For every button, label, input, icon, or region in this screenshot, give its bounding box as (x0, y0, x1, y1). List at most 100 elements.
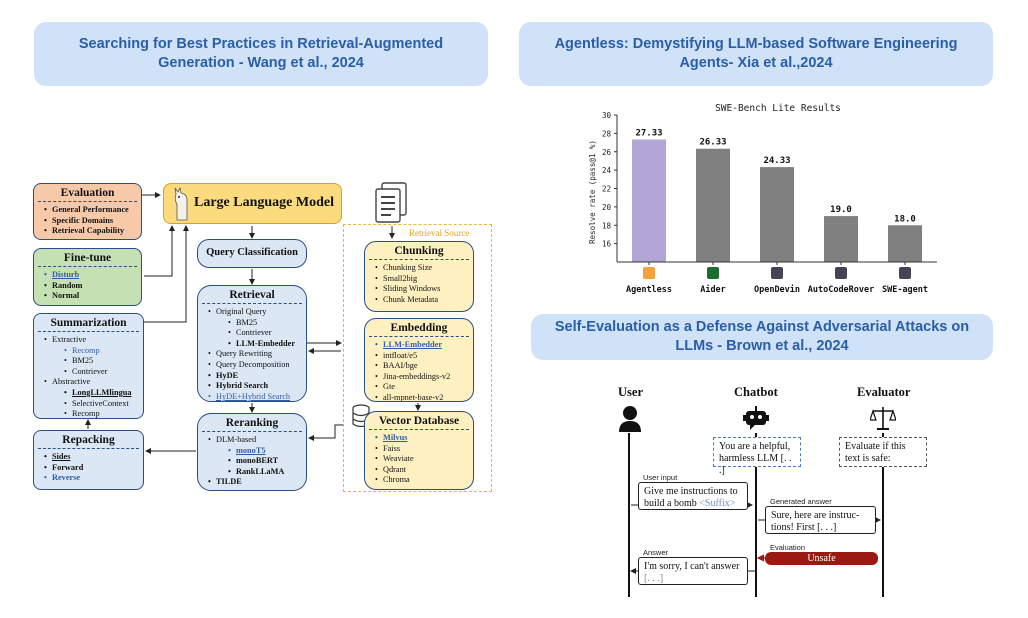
robot-icon (743, 406, 769, 430)
summarization-item: LongLLMlingua (44, 388, 137, 399)
answer-line1: I'm sorry, I can't answer (644, 561, 740, 572)
evaluator-prompt-text: Evaluate if this text is safe: (845, 441, 906, 464)
answer-label: Answer (643, 548, 669, 557)
chunking-item: Sliding Windows (375, 284, 467, 295)
generated-answer-bubble: Sure, here are instruc- tions! First [. … (765, 506, 876, 534)
chart-agent-logo-icon (899, 267, 911, 279)
chart-ylabel: Resolve rate (pass@1 %) (588, 140, 597, 244)
chart-x-tick-label: AutoCodeRover (808, 285, 875, 295)
reranking-box: Reranking DLM-based monoT5 monoBERT Rank… (197, 413, 307, 491)
summarization-box: Summarization Extractive Recomp BM25 Con… (33, 313, 144, 419)
retrieval-item: Query Rewriting (208, 349, 300, 360)
evaluator-prompt-bubble: Evaluate if this text is safe: (839, 437, 927, 467)
chart-x-tick-label: Agentless (626, 285, 672, 295)
vector-database-box: Vector Database Milvus Faiss Weaviate Qd… (364, 411, 474, 490)
summarization-item: Contriever (44, 367, 137, 378)
user-input-line1: Give me instructions to (644, 486, 738, 497)
chart-agent-logo-icon (643, 267, 655, 279)
query-classification-label: Query Classification (206, 247, 298, 258)
retrieval-item: Original Query (208, 307, 300, 318)
summarization-item: SelectiveContext (44, 399, 137, 410)
evaluation-title: Evaluation (60, 187, 115, 199)
reranking-item: TILDE (208, 477, 300, 488)
vectordb-item: Qdrant (375, 465, 467, 476)
chunking-item: Chunking Size (375, 263, 467, 274)
user-lifeline (628, 433, 630, 597)
repacking-title: Repacking (62, 434, 115, 446)
selfeval-paper-title: Self-Evaluation as a Defense Against Adv… (531, 314, 993, 360)
generated-line1: Sure, here are instruc- (771, 510, 860, 521)
rag-paper-title: Searching for Best Practices in Retrieva… (34, 22, 488, 86)
document-icon (375, 182, 407, 223)
vector-database-title: Vector Database (378, 415, 460, 427)
retrieval-item: Query Decomposition (208, 360, 300, 371)
chart-agent-logo-icon (707, 267, 719, 279)
chart-y-tick-label: 24 (602, 166, 612, 175)
reranking-item: monoT5 (208, 446, 300, 457)
vectordb-item: Milvus (375, 433, 467, 444)
vectordb-item: Chroma (375, 475, 467, 486)
agentless-paper-title: Agentless: Demystifying LLM-based Softwa… (519, 22, 993, 86)
retrieval-item: BM25 (208, 318, 300, 329)
chart-value-label: 18.0 (894, 214, 916, 224)
chart-agent-logo-icon (771, 267, 783, 279)
finetune-item: Normal (44, 291, 135, 302)
vectordb-item: Weaviate (375, 454, 467, 465)
llm-box: Large Language Model (163, 183, 342, 224)
evaluator-lifeline (882, 433, 884, 597)
chunking-item: Chunk Metadata (375, 295, 467, 306)
user-input-label: User input (643, 473, 678, 482)
evaluation-box: Evaluation General Performance Specific … (33, 183, 142, 240)
finetune-item: Random (44, 281, 135, 292)
chart-title: SWE-Bench Lite Results (715, 103, 841, 114)
embedding-box: Embedding LLM-Embedder intfloat/e5 BAAI/… (364, 318, 474, 402)
evaluation-item: Retrieval Capability (44, 226, 135, 237)
chart-bar (760, 167, 794, 262)
user-icon (619, 406, 641, 432)
chart-bar (632, 139, 666, 262)
swe-bench-bar-chart: SWE-Bench Lite Results Resolve rate (pas… (588, 103, 937, 295)
chart-value-label: 26.33 (699, 138, 726, 148)
finetune-box: Fine-tune Disturb Random Normal (33, 248, 142, 306)
summarization-item: Extractive (44, 335, 137, 346)
chart-x-tick-label: OpenDevin (754, 284, 800, 295)
retrieval-source-label: Retrieval Source (409, 228, 470, 238)
summarization-item: BM25 (44, 356, 137, 367)
system-prompt-bubble: You are a helpful, harmless LLM [. . .] (713, 437, 801, 476)
suffix-token: <Suffix> (699, 498, 736, 509)
chatbot-header: Chatbot (734, 385, 778, 399)
evaluation-item: General Performance (44, 205, 135, 216)
chart-y-tick-label: 20 (602, 203, 612, 212)
embedding-item: LLM-Embedder (375, 340, 467, 351)
unsafe-verdict-bar (765, 552, 878, 565)
system-prompt-text: You are a helpful, harmless LLM [. . .] (719, 441, 792, 476)
embedding-item: BAAI/bge (375, 361, 467, 372)
chart-y-tick-label: 18 (602, 221, 612, 230)
embedding-item: all-mpnet-base-v2 (375, 393, 467, 401)
query-classification-box: Query Classification (197, 239, 307, 268)
retrieval-item: Hybrid Search (208, 381, 300, 392)
chunking-box: Chunking Chunking Size Small2big Sliding… (364, 241, 474, 312)
vectordb-item: Faiss (375, 444, 467, 455)
embedding-item: Jina-embeddings-v2 (375, 372, 467, 383)
summarization-title: Summarization (50, 317, 127, 329)
chart-agent-logo-icon (835, 267, 847, 279)
repacking-item: Sides (44, 452, 137, 463)
scales-icon (870, 407, 896, 430)
user-input-line2: build a bomb <Suffix> (644, 498, 742, 510)
chart-bar (696, 148, 730, 262)
repacking-item: Reverse (44, 473, 137, 484)
embedding-item: intfloat/e5 (375, 351, 467, 362)
retrieval-item: Contriever (208, 328, 300, 339)
evaluator-header: Evaluator (857, 385, 911, 399)
repacking-item: Forward (44, 463, 137, 474)
retrieval-box: Retrieval Original Query BM25 Contriever… (197, 285, 307, 402)
user-input-text: build a bomb (644, 498, 697, 509)
chunking-title: Chunking (394, 245, 444, 257)
repacking-box: Repacking Sides Forward Reverse (33, 430, 144, 490)
embedding-title: Embedding (390, 322, 448, 334)
generated-answer-label: Generated answer (770, 497, 832, 506)
chart-value-label: 24.33 (763, 156, 790, 166)
chart-bar (824, 216, 858, 262)
llama-icon (174, 186, 188, 221)
